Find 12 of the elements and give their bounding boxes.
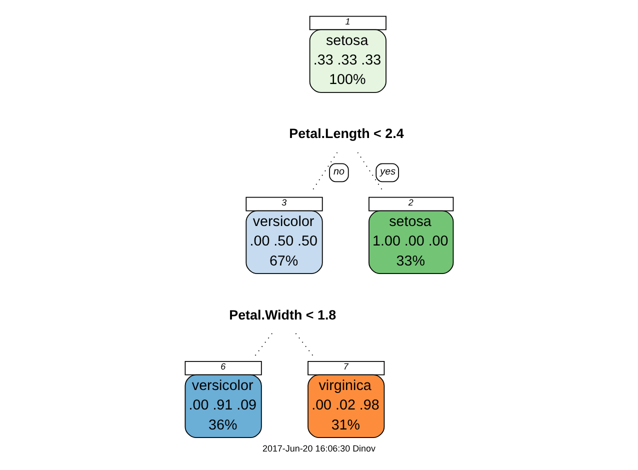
node-label: 1 (345, 16, 350, 26)
connector (295, 332, 314, 358)
node-text: Petal.Length < 2.4 (289, 126, 404, 142)
node-label: 2 (408, 197, 414, 208)
node-label: 7 (343, 361, 348, 372)
caption: 2017-Jun-20 16:06:30 Dinov (262, 443, 376, 454)
edge-label: no (334, 166, 345, 178)
connector (254, 332, 272, 358)
edge-label: yes (380, 166, 396, 178)
node-text: Petal.Width < 1.8 (229, 307, 336, 322)
node-label: 6 (220, 361, 226, 372)
node-label: 3 (282, 197, 287, 208)
